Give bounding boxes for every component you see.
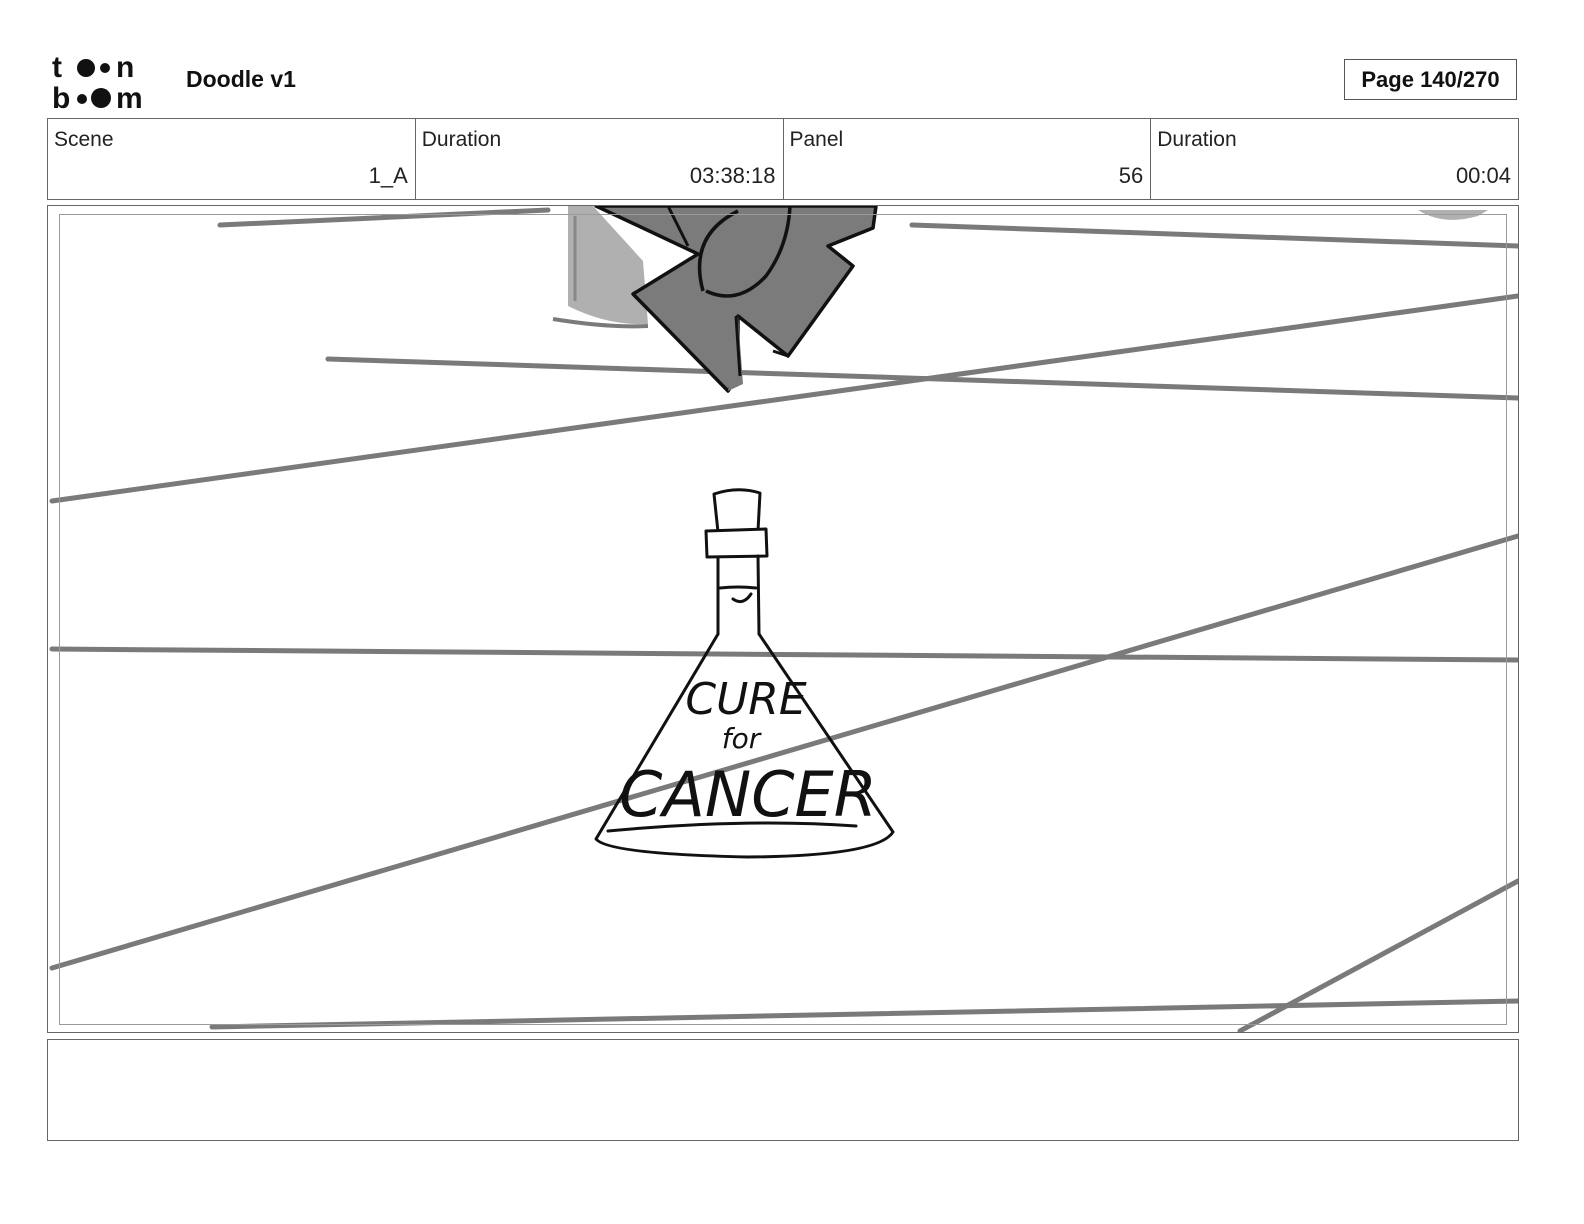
flask-label: CURE for CANCER bbox=[619, 674, 877, 831]
scene-duration-value: 03:38:18 bbox=[689, 163, 776, 188]
svg-text:b: b bbox=[52, 82, 70, 112]
page-indicator-text: Page 140/270 bbox=[1361, 66, 1500, 92]
scene-label: Scene bbox=[54, 128, 114, 151]
notes-box[interactable] bbox=[47, 1039, 1519, 1141]
hanging-shape bbox=[543, 206, 878, 393]
panel-cell: Panel 56 bbox=[784, 119, 1152, 199]
page-indicator: Page 140/270 bbox=[1344, 59, 1517, 100]
project-title: Doodle v1 bbox=[186, 66, 296, 92]
potion-flask bbox=[594, 488, 895, 859]
corner-blob bbox=[1418, 210, 1488, 220]
scene-cell: Scene 1_A bbox=[48, 119, 416, 199]
storyboard-panel: CURE for CANCER bbox=[47, 205, 1519, 1033]
panel-drawing: CURE for CANCER bbox=[49, 206, 1518, 1032]
panel-duration-label: Duration bbox=[1157, 128, 1237, 151]
svg-text:t: t bbox=[52, 51, 62, 84]
panel-duration-value: 00:04 bbox=[1455, 163, 1511, 188]
label-line2: for bbox=[722, 722, 762, 755]
toonboom-logo: t n b m bbox=[52, 50, 162, 115]
svg-text:n: n bbox=[116, 51, 134, 84]
background-lines bbox=[49, 207, 1518, 1032]
scene-value: 1_A bbox=[368, 163, 408, 188]
panel-duration-cell: Duration 00:04 bbox=[1151, 119, 1518, 199]
label-line1: CURE bbox=[685, 674, 807, 725]
panel-value: 56 bbox=[1118, 163, 1144, 188]
label-line3: CANCER bbox=[619, 758, 877, 831]
scene-duration-cell: Duration 03:38:18 bbox=[416, 119, 784, 199]
scene-duration-label: Duration bbox=[421, 128, 502, 151]
panel-info-table: Scene 1_A Duration 03:38:18 Panel 56 Dur… bbox=[47, 118, 1519, 200]
svg-text:m: m bbox=[116, 82, 143, 112]
panel-label: Panel bbox=[789, 128, 844, 151]
